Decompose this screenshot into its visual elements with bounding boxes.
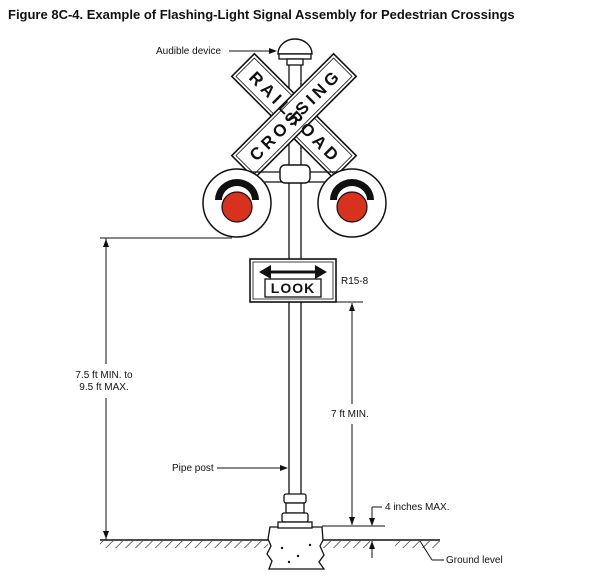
- look-sign: LOOK: [249, 258, 337, 303]
- pipe-post-label: Pipe post: [172, 463, 214, 474]
- foundation: [266, 526, 326, 570]
- light-height-dimension: [100, 237, 232, 540]
- right-flashing-light: [317, 168, 387, 238]
- audible-device-label: Audible device: [156, 46, 221, 57]
- ground-level-label: Ground level: [446, 555, 503, 566]
- look-sign-code: R15-8: [341, 276, 369, 287]
- ground-level-leader: [419, 540, 444, 561]
- sign-height-text: 7 ft MIN.: [331, 409, 369, 420]
- light-height-text-2: 9.5 ft MAX.: [79, 382, 128, 393]
- four-inches-text: 4 inches MAX.: [385, 502, 449, 513]
- figure-title: Figure 8C-4. Example of Flashing-Light S…: [8, 7, 515, 22]
- left-flashing-light: [202, 168, 272, 238]
- light-height-text-1: 7.5 ft MIN. to: [75, 370, 133, 381]
- audible-device: [277, 38, 313, 66]
- audible-device-leader: [229, 48, 277, 54]
- sign-height-dimension: [336, 301, 363, 525]
- look-sign-text: LOOK: [271, 280, 315, 296]
- pipe-post-leader: [217, 465, 288, 471]
- double-arrow-icon: [259, 265, 327, 279]
- foundation-height-dimension: [322, 506, 385, 558]
